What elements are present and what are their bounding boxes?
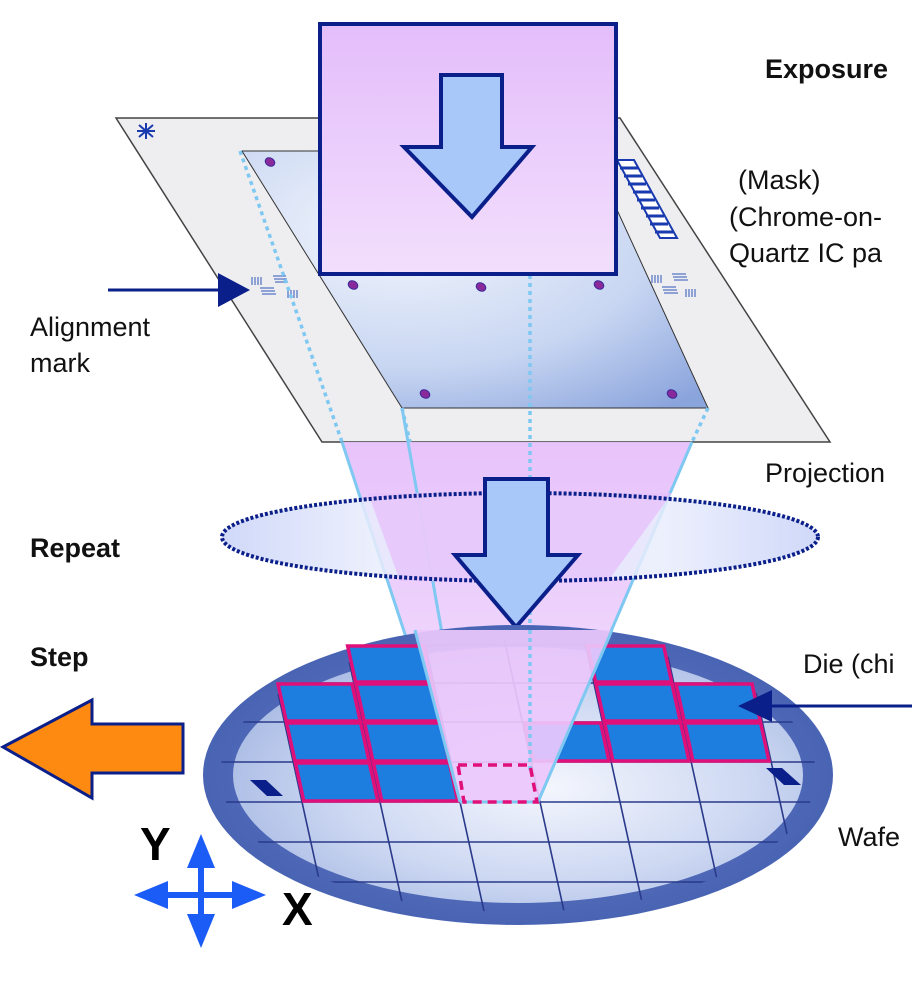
current-die-outline	[455, 763, 540, 804]
exposed-die	[293, 761, 380, 803]
exposed-dies	[275, 644, 772, 803]
mask-alignment-dots	[264, 157, 678, 399]
exposed-die	[353, 682, 443, 723]
label-mask-desc-2: Quartz IC pa	[729, 238, 883, 268]
alignment-pointer-arrow	[108, 273, 250, 307]
xy-axis-icon	[134, 834, 266, 948]
label-step: Step	[30, 642, 89, 672]
exposure-source	[318, 22, 618, 276]
wafer-alignment-mark-left	[250, 780, 283, 796]
exposed-die	[602, 721, 692, 763]
alignment-mark-right	[651, 273, 696, 297]
label-mask: (Mask)	[738, 165, 821, 195]
down-arrow-icon	[399, 73, 537, 220]
label-projection: Projection	[765, 458, 885, 488]
exposed-die	[275, 682, 363, 723]
wafer	[203, 625, 833, 925]
label-axis-x: X	[282, 883, 313, 935]
exposed-die	[371, 761, 460, 803]
exposed-die	[362, 721, 452, 763]
beam-lower	[413, 629, 614, 804]
label-alignment-mark-2: mark	[30, 348, 90, 378]
label-wafer: Wafe	[838, 822, 900, 852]
label-repeat: Repeat	[30, 533, 120, 563]
label-exposure: Exposure	[765, 54, 888, 84]
die-pointer-arrow	[738, 690, 912, 722]
exposed-die	[345, 644, 434, 684]
label-alignment-mark-1: Alignment	[30, 312, 151, 342]
down-arrow-icon	[450, 477, 583, 631]
wafer-alignment-mark-right	[766, 768, 801, 785]
exposed-die	[284, 721, 372, 763]
exposed-die	[673, 682, 763, 723]
label-axis-y: Y	[140, 818, 171, 870]
exposed-die	[682, 721, 772, 763]
step-arrow-icon	[0, 697, 185, 801]
label-mask-desc-1: (Chrome-on-	[729, 202, 882, 232]
exposed-die	[593, 682, 683, 723]
asterisk-icon	[137, 123, 155, 139]
mask-barcode	[615, 159, 679, 239]
label-die: Die (chi	[803, 649, 895, 679]
